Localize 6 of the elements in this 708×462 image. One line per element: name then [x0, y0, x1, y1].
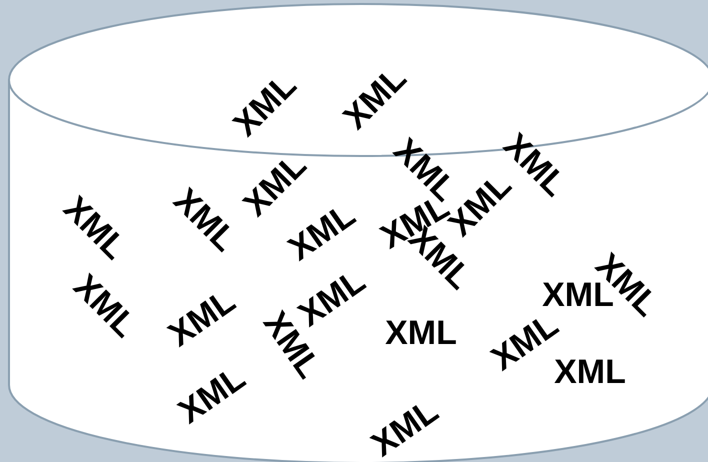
xml-label: XML: [338, 60, 412, 136]
xml-label: XML: [385, 316, 457, 350]
xml-label: XML: [162, 284, 242, 352]
xml-label: XML: [366, 394, 444, 462]
xml-label: XML: [172, 360, 252, 430]
xml-label: XML: [228, 68, 302, 142]
